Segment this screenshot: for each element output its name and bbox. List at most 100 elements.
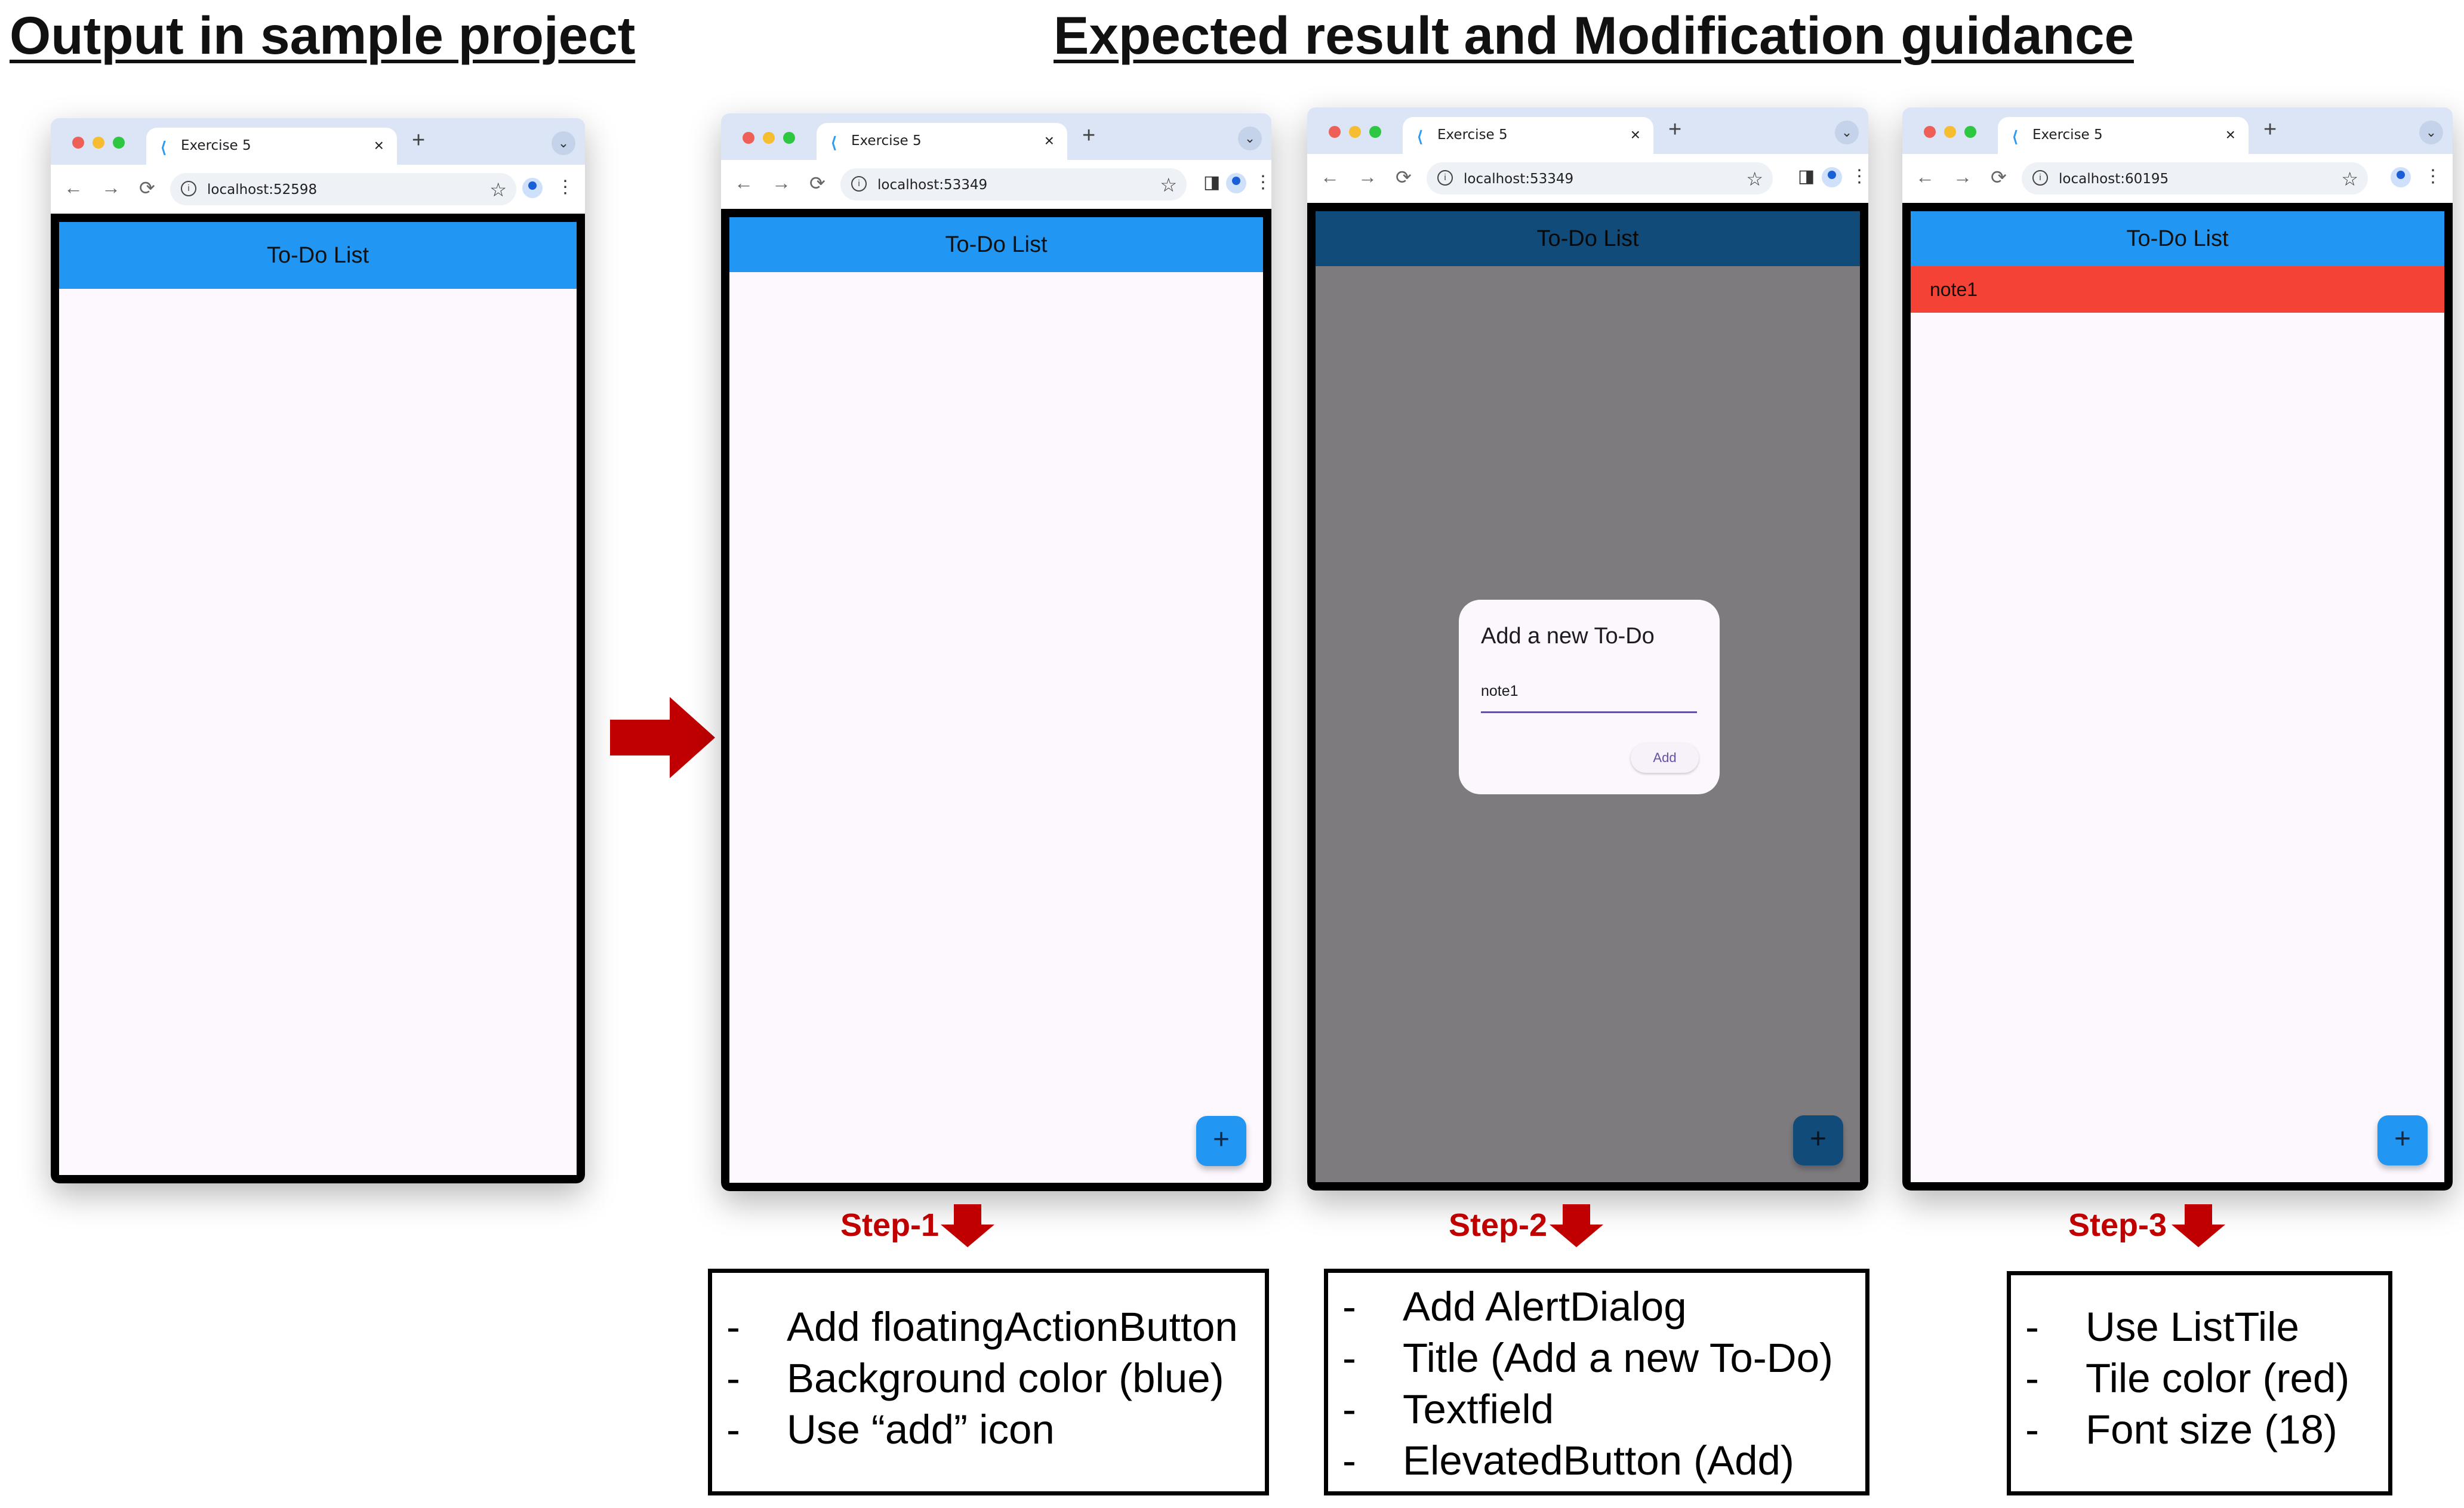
reload-icon[interactable]: ⟳ xyxy=(809,172,826,194)
todo-text-field[interactable]: note1 xyxy=(1481,680,1697,713)
window-close-dot[interactable] xyxy=(72,137,84,149)
todo-list-tile[interactable]: note1 xyxy=(1911,266,2444,313)
step-2-label: Step-2 xyxy=(1449,1207,1548,1243)
browser-tab[interactable]: ⟨ Exercise 5 × xyxy=(146,128,397,165)
star-icon[interactable]: ☆ xyxy=(1746,168,1763,190)
browser-tab[interactable]: ⟨ Exercise 5 × xyxy=(1403,117,1653,154)
url-text: localhost:60195 xyxy=(2059,171,2169,187)
back-icon[interactable]: ← xyxy=(1320,166,1339,187)
todo-text-field-value: note1 xyxy=(1481,683,1519,699)
chevron-down-icon[interactable]: ⌄ xyxy=(2419,121,2443,144)
tab-title: Exercise 5 xyxy=(2032,127,2103,143)
reload-icon[interactable]: ⟳ xyxy=(1991,166,2007,188)
chevron-down-icon[interactable]: ⌄ xyxy=(1835,121,1859,144)
guidance-item: Background color (blue) xyxy=(712,1353,1265,1404)
dialog-title: Add a new To-Do xyxy=(1481,624,1655,649)
address-bar: ← → ⟳ i localhost:53349 ☆ ◨ ⋮ xyxy=(721,160,1271,209)
url-field[interactable]: i localhost:52598 ☆ xyxy=(170,173,516,205)
alert-dialog: Add a new To-Do note1 Add xyxy=(1459,600,1720,794)
address-bar: ← → ⟳ i localhost:53349 ☆ ◨ ⋮ xyxy=(1307,154,1868,203)
browser-window-step3: ⟨ Exercise 5 × + ⌄ ← → ⟳ i localhost:601… xyxy=(1902,107,2453,1191)
close-icon[interactable]: × xyxy=(2225,125,2235,144)
window-minimize-dot[interactable] xyxy=(763,132,775,144)
tab-title: Exercise 5 xyxy=(851,133,922,149)
info-icon[interactable]: i xyxy=(181,181,196,196)
back-icon[interactable]: ← xyxy=(1915,166,1935,187)
app-bar-title: To-Do List xyxy=(945,232,1048,257)
flutter-icon: ⟨ xyxy=(161,138,167,156)
step-2-guidance-box: Add AlertDialog Title (Add a new To-Do) … xyxy=(1324,1269,1869,1495)
url-text: localhost:53349 xyxy=(1464,171,1574,187)
window-minimize-dot[interactable] xyxy=(1349,126,1361,138)
add-fab-button[interactable]: + xyxy=(2377,1115,2428,1165)
new-tab-icon[interactable]: + xyxy=(412,128,426,153)
add-button[interactable]: Add xyxy=(1631,743,1699,773)
side-panel-icon[interactable]: ◨ xyxy=(1203,172,1221,192)
url-field[interactable]: i localhost:53349 ☆ xyxy=(840,168,1187,201)
app-viewport: To-Do List note1 + xyxy=(1902,203,2453,1191)
tab-strip: ⟨ Exercise 5 × + ⌄ xyxy=(721,113,1271,160)
profile-icon[interactable] xyxy=(1822,167,1842,187)
guidance-item: Add AlertDialog xyxy=(1328,1281,1865,1333)
window-zoom-dot[interactable] xyxy=(783,132,795,144)
browser-tab[interactable]: ⟨ Exercise 5 × xyxy=(1998,117,2249,154)
browser-tab[interactable]: ⟨ Exercise 5 × xyxy=(817,123,1067,160)
url-field[interactable]: i localhost:53349 ☆ xyxy=(1427,162,1773,195)
info-icon[interactable]: i xyxy=(1437,170,1453,186)
close-icon[interactable]: × xyxy=(374,136,384,155)
new-tab-icon[interactable]: + xyxy=(1668,117,1682,142)
down-arrow-icon xyxy=(941,1204,994,1247)
chevron-down-icon[interactable]: ⌄ xyxy=(552,131,575,155)
step-1-guidance-box: Add floatingActionButton Background colo… xyxy=(708,1269,1269,1495)
menu-icon[interactable]: ⋮ xyxy=(1850,166,1868,186)
close-icon[interactable]: × xyxy=(1630,125,1640,144)
window-close-dot[interactable] xyxy=(743,132,754,144)
window-zoom-dot[interactable] xyxy=(113,137,125,149)
back-icon[interactable]: ← xyxy=(734,172,753,193)
tab-strip: ⟨ Exercise 5 × + ⌄ xyxy=(51,118,585,165)
url-text: localhost:52598 xyxy=(207,182,318,198)
star-icon[interactable]: ☆ xyxy=(489,179,507,201)
profile-icon[interactable] xyxy=(2391,167,2411,187)
add-fab-button[interactable]: + xyxy=(1196,1116,1246,1166)
menu-icon[interactable]: ⋮ xyxy=(556,177,574,197)
url-field[interactable]: i localhost:60195 ☆ xyxy=(2022,162,2368,195)
forward-icon[interactable]: → xyxy=(772,172,791,193)
window-close-dot[interactable] xyxy=(1924,126,1936,138)
reload-icon[interactable]: ⟳ xyxy=(1396,166,1412,188)
profile-icon[interactable] xyxy=(1226,173,1246,193)
address-bar: ← → ⟳ i localhost:52598 ☆ ⋮ xyxy=(51,165,585,214)
chevron-down-icon[interactable]: ⌄ xyxy=(1238,127,1262,150)
window-minimize-dot[interactable] xyxy=(1944,126,1956,138)
info-icon[interactable]: i xyxy=(2032,170,2048,186)
forward-icon[interactable]: → xyxy=(1358,166,1377,187)
new-tab-icon[interactable]: + xyxy=(1082,123,1096,148)
star-icon[interactable]: ☆ xyxy=(1160,174,1177,196)
side-panel-icon[interactable]: ◨ xyxy=(1798,166,1815,186)
app-viewport: To-Do List + xyxy=(721,209,1271,1191)
guidance-item: Use “add” icon xyxy=(712,1404,1265,1455)
forward-icon[interactable]: → xyxy=(1953,166,1972,187)
browser-window-sample: ⟨ Exercise 5 × + ⌄ ← → ⟳ i localhost:525… xyxy=(51,118,585,1183)
right-arrow-icon xyxy=(610,697,715,778)
browser-window-step1: ⟨ Exercise 5 × + ⌄ ← → ⟳ i localhost:533… xyxy=(721,113,1271,1191)
new-tab-icon[interactable]: + xyxy=(2263,117,2277,142)
back-icon[interactable]: ← xyxy=(64,177,83,198)
menu-icon[interactable]: ⋮ xyxy=(1254,172,1271,192)
reload-icon[interactable]: ⟳ xyxy=(139,177,155,199)
star-icon[interactable]: ☆ xyxy=(2341,168,2358,190)
menu-icon[interactable]: ⋮ xyxy=(2424,166,2442,186)
profile-icon[interactable] xyxy=(522,178,543,198)
step-1-label: Step-1 xyxy=(840,1207,940,1243)
flutter-icon: ⟨ xyxy=(831,134,837,152)
close-icon[interactable]: × xyxy=(1044,131,1054,150)
window-close-dot[interactable] xyxy=(1329,126,1341,138)
forward-icon[interactable]: → xyxy=(101,177,121,198)
info-icon[interactable]: i xyxy=(851,176,867,192)
guidance-item: Use ListTile xyxy=(2011,1302,2388,1353)
window-minimize-dot[interactable] xyxy=(93,137,104,149)
window-zoom-dot[interactable] xyxy=(1964,126,1976,138)
down-arrow-icon xyxy=(2172,1204,2225,1247)
window-zoom-dot[interactable] xyxy=(1369,126,1381,138)
guidance-item: Tile color (red) xyxy=(2011,1353,2388,1404)
